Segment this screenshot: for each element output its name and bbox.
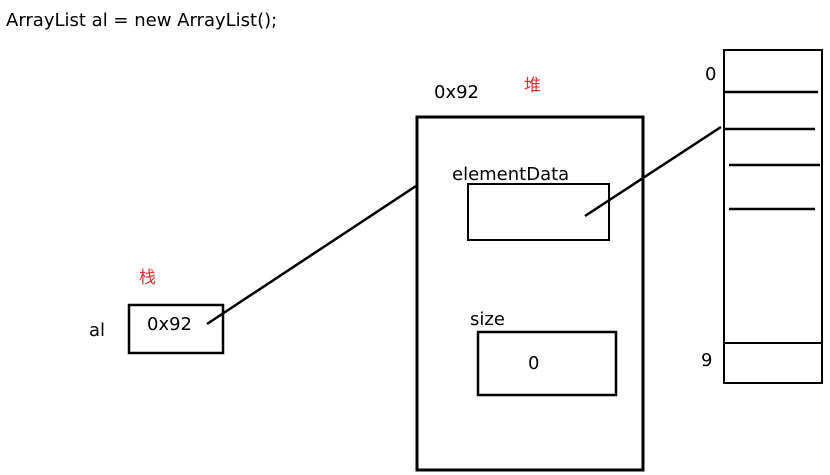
size-box	[476, 330, 618, 397]
heap-address: 0x92	[434, 82, 480, 103]
heap-label: 堆	[524, 76, 541, 96]
heap-object-box	[415, 115, 645, 472]
size-label: size	[470, 309, 505, 330]
array-last-index: 9	[701, 350, 713, 371]
stack-variable-box	[127, 303, 225, 355]
element-data-box	[467, 183, 610, 241]
stack-label: 栈	[139, 268, 156, 288]
stack-to-heap-reference	[206, 184, 417, 326]
element-data-label: elementData	[452, 164, 570, 185]
size-value: 0	[528, 353, 540, 374]
stack-variable-name: al	[89, 320, 106, 341]
element-data-to-array-reference	[584, 125, 722, 218]
code-line: ArrayList al = new ArrayList();	[6, 10, 278, 31]
array-first-index: 0	[705, 64, 717, 85]
stack-variable-value: 0x92	[147, 314, 193, 335]
array-box	[723, 49, 823, 384]
